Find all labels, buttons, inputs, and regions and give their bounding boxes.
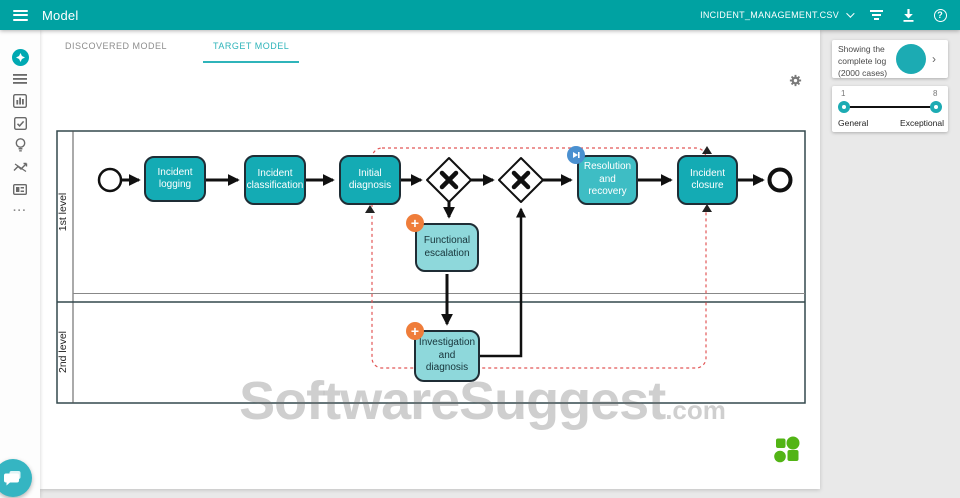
task-incident-classification[interactable]: Incident classification <box>244 155 306 205</box>
task-incident-logging[interactable]: Incident logging <box>144 156 206 202</box>
task-incident-closure[interactable]: Incident closure <box>677 155 738 205</box>
task-functional-escalation[interactable]: Functional escalation <box>415 223 479 272</box>
download-icon[interactable] <box>900 7 916 23</box>
list-glyph <box>13 74 27 84</box>
dataset-selector-label: INCIDENT_MANAGEMENT.CSV <box>700 10 839 20</box>
log-summary-text: Showing the complete log (2000 cases) <box>838 44 888 78</box>
menu-icon[interactable] <box>13 9 28 21</box>
more-glyph: ··· <box>13 205 27 217</box>
gear-glyph <box>789 74 802 87</box>
log-summary-card: Showing the complete log (2000 cases) › <box>832 40 948 78</box>
list-icon[interactable] <box>0 68 40 90</box>
plus-badge-functional-escalation[interactable]: + <box>406 214 424 232</box>
chat-bubbles-icon <box>4 471 21 486</box>
abstraction-slider-card: 1 8 General Exceptional <box>832 86 948 132</box>
help-glyph: ? <box>933 8 947 22</box>
page-title: Model <box>42 7 79 23</box>
checklist-glyph <box>13 116 27 130</box>
slider-handle-right[interactable] <box>930 101 942 113</box>
slider-label-exceptional: Exceptional <box>900 118 944 128</box>
bpmn-io-glyph <box>774 436 800 463</box>
slider-max-value: 8 <box>933 89 938 98</box>
gear-icon[interactable] <box>788 73 806 91</box>
tab-target-model[interactable]: TARGET MODEL <box>203 30 300 63</box>
slider-min-value: 1 <box>841 89 846 98</box>
app-bar: Model INCIDENT_MANAGEMENT.CSV ? <box>0 0 960 30</box>
dataset-selector[interactable]: INCIDENT_MANAGEMENT.CSV <box>700 9 855 20</box>
skip-forward-badge[interactable] <box>567 146 585 164</box>
help-icon[interactable]: ? <box>932 7 948 23</box>
plus-badge-investigation[interactable]: + <box>406 322 424 340</box>
model-tabs: DISCOVERED MODEL TARGET MODEL <box>55 30 300 63</box>
expand-chevron-icon[interactable]: › <box>932 52 936 66</box>
slider-label-general: General <box>838 118 869 128</box>
bpmn-io-logo[interactable] <box>771 435 802 466</box>
app-bar-actions: INCIDENT_MANAGEMENT.CSV ? <box>700 0 948 30</box>
explore-glyph <box>11 48 29 66</box>
trend-glyph <box>13 162 27 172</box>
log-coverage-circle[interactable] <box>896 44 926 74</box>
filter-icon[interactable] <box>868 7 884 23</box>
checklist-icon[interactable] <box>0 112 40 134</box>
chevron-down-icon <box>846 9 855 18</box>
trend-icon[interactable] <box>0 156 40 178</box>
lightbulb-icon[interactable] <box>0 134 40 156</box>
slider-handle-left[interactable] <box>838 101 850 113</box>
more-icon[interactable]: ··· <box>0 200 40 222</box>
start-event[interactable] <box>97 167 123 193</box>
card-icon[interactable] <box>0 178 40 200</box>
xor-gateway-2[interactable] <box>498 157 544 203</box>
task-initial-diagnosis[interactable]: Initial diagnosis <box>339 155 401 205</box>
bar-chart-icon[interactable] <box>0 90 40 112</box>
chat-fab[interactable] <box>0 459 32 497</box>
lightbulb-glyph <box>15 138 25 152</box>
filter-glyph <box>869 10 883 20</box>
end-event[interactable] <box>767 167 793 193</box>
slider-track[interactable] <box>844 106 936 108</box>
card-glyph <box>13 183 27 195</box>
task-investigation-and-diagnosis[interactable]: Investigation and diagnosis <box>414 330 480 382</box>
tab-discovered-model[interactable]: DISCOVERED MODEL <box>65 40 168 51</box>
explore-icon[interactable] <box>0 46 40 68</box>
xor-gateway-1[interactable] <box>426 157 472 203</box>
task-resolution-and-recovery[interactable]: Resolution and recovery <box>577 155 638 205</box>
left-sidebar: ··· <box>0 30 40 498</box>
bar-chart-glyph <box>13 94 27 108</box>
skip-forward-icon <box>573 152 580 158</box>
download-glyph <box>903 9 913 22</box>
